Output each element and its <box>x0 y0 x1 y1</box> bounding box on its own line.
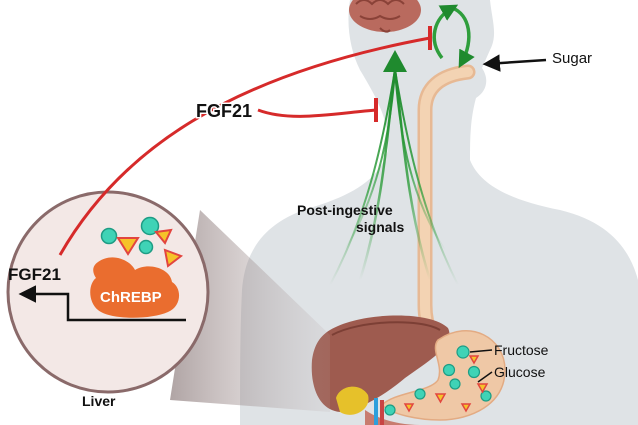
liver-sugar-particles <box>100 216 184 268</box>
brain-icon <box>349 0 421 33</box>
fgf21-expression-arrow <box>18 285 186 322</box>
chrebp-label: ChREBP <box>100 289 162 306</box>
post-ingestive-signals <box>329 50 459 286</box>
stomach <box>380 330 506 421</box>
brain-taste-loop <box>432 4 475 69</box>
liver-label: Liver <box>82 393 116 409</box>
sugar-intake-arrow <box>482 54 547 72</box>
vessel-red <box>380 400 384 425</box>
sugar-label: Sugar <box>552 50 592 67</box>
zoom-cone <box>170 210 330 412</box>
fgf21-label-liver: FGF21 <box>8 265 61 284</box>
gallbladder <box>336 386 369 415</box>
fgf21-inhibition-arrows <box>58 26 432 256</box>
intestine <box>365 410 420 425</box>
human-body <box>240 0 638 425</box>
fructose-label: Fructose <box>494 342 549 358</box>
chrebp-protein <box>90 257 180 318</box>
vessel-blue <box>374 398 378 425</box>
glucose-pointer <box>477 371 493 383</box>
fructose-pointer <box>469 349 493 353</box>
signals-label-line1: Post-ingestive <box>297 202 393 218</box>
signals-label-line2: signals <box>356 219 404 235</box>
fgf21-label-top: FGF21 <box>196 101 252 121</box>
stomach-sugar-particles <box>384 345 492 416</box>
glucose-label: Glucose <box>494 364 546 380</box>
